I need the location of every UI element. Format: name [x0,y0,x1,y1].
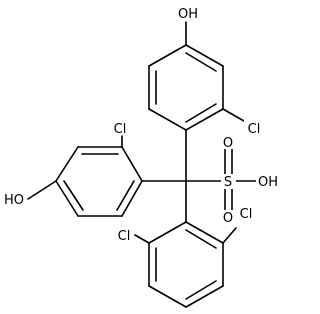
atom-cl-bottom-right: Cl [236,205,256,222]
bond-left-ring-double [116,180,135,211]
label-cl-top-ring: Cl [248,122,261,137]
label-cl-bottom-left: Cl [118,229,131,244]
label-s: S [224,175,232,190]
bond-left-ring [121,180,143,217]
label-ho-left: HO [4,193,24,208]
bond-left-ho [27,180,57,200]
bond-bottom-ring [148,221,187,244]
label-oh-top: OH [178,7,198,22]
bond-bottom-cl-left [134,234,150,244]
bond-left-ring [121,146,143,182]
bonds [27,21,257,308]
atom-s: S [221,174,236,190]
bond-bottom-ring [185,285,224,308]
atom-ho-left: HO [1,191,27,208]
bond-bottom-ring-double [185,280,217,300]
atom-cl-bottom-left: Cl [114,227,134,244]
bond-top-ring-double [185,103,217,123]
bond-top-ring [148,108,187,131]
atom-cl-top-ring: Cl [244,120,264,137]
molecule-structure: OH Cl Cl HO S O O OH [1,6,280,308]
bond-top-ring [185,44,224,67]
bond-top-ring [185,108,224,131]
label-oh-sulfonic: OH [258,175,278,190]
label-cl-bottom-right: Cl [240,207,253,222]
bond-bottom-ring-double [185,229,217,249]
atom-oh-sulfonic: OH [256,174,280,190]
atom-o-upper: O [221,135,236,151]
bond-left-ring-double [63,180,84,211]
bond-left-ring [55,180,79,217]
bond-top-ring [148,44,187,67]
bond-left-ring [55,146,79,182]
atom-o-lower: O [221,210,236,226]
bond-bottom-cl-right [222,227,237,244]
atom-oh-top: OH [177,6,199,22]
bond-bottom-ring [185,221,224,244]
bond-top-ring-double [185,52,217,72]
atom-labels: OH Cl Cl HO S O O OH [1,6,280,244]
atom-cl-left-ring: Cl [110,120,130,137]
bond-bottom-ring [148,285,187,308]
label-o-lower: O [223,211,233,226]
bond-top-cl [222,108,245,122]
label-cl-left-ring: Cl [114,122,127,137]
label-o-upper: O [223,136,233,151]
